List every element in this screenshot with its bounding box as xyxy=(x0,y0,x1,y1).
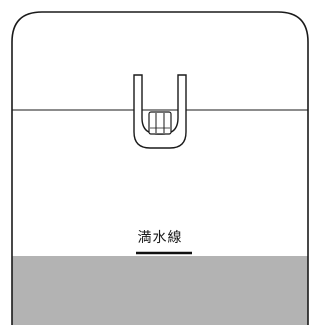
water-fill xyxy=(12,256,308,325)
lid-handle xyxy=(133,74,187,149)
tank-outline xyxy=(11,11,309,325)
fill-line-label: 満水線 xyxy=(137,230,183,246)
latch-slot xyxy=(148,111,172,135)
